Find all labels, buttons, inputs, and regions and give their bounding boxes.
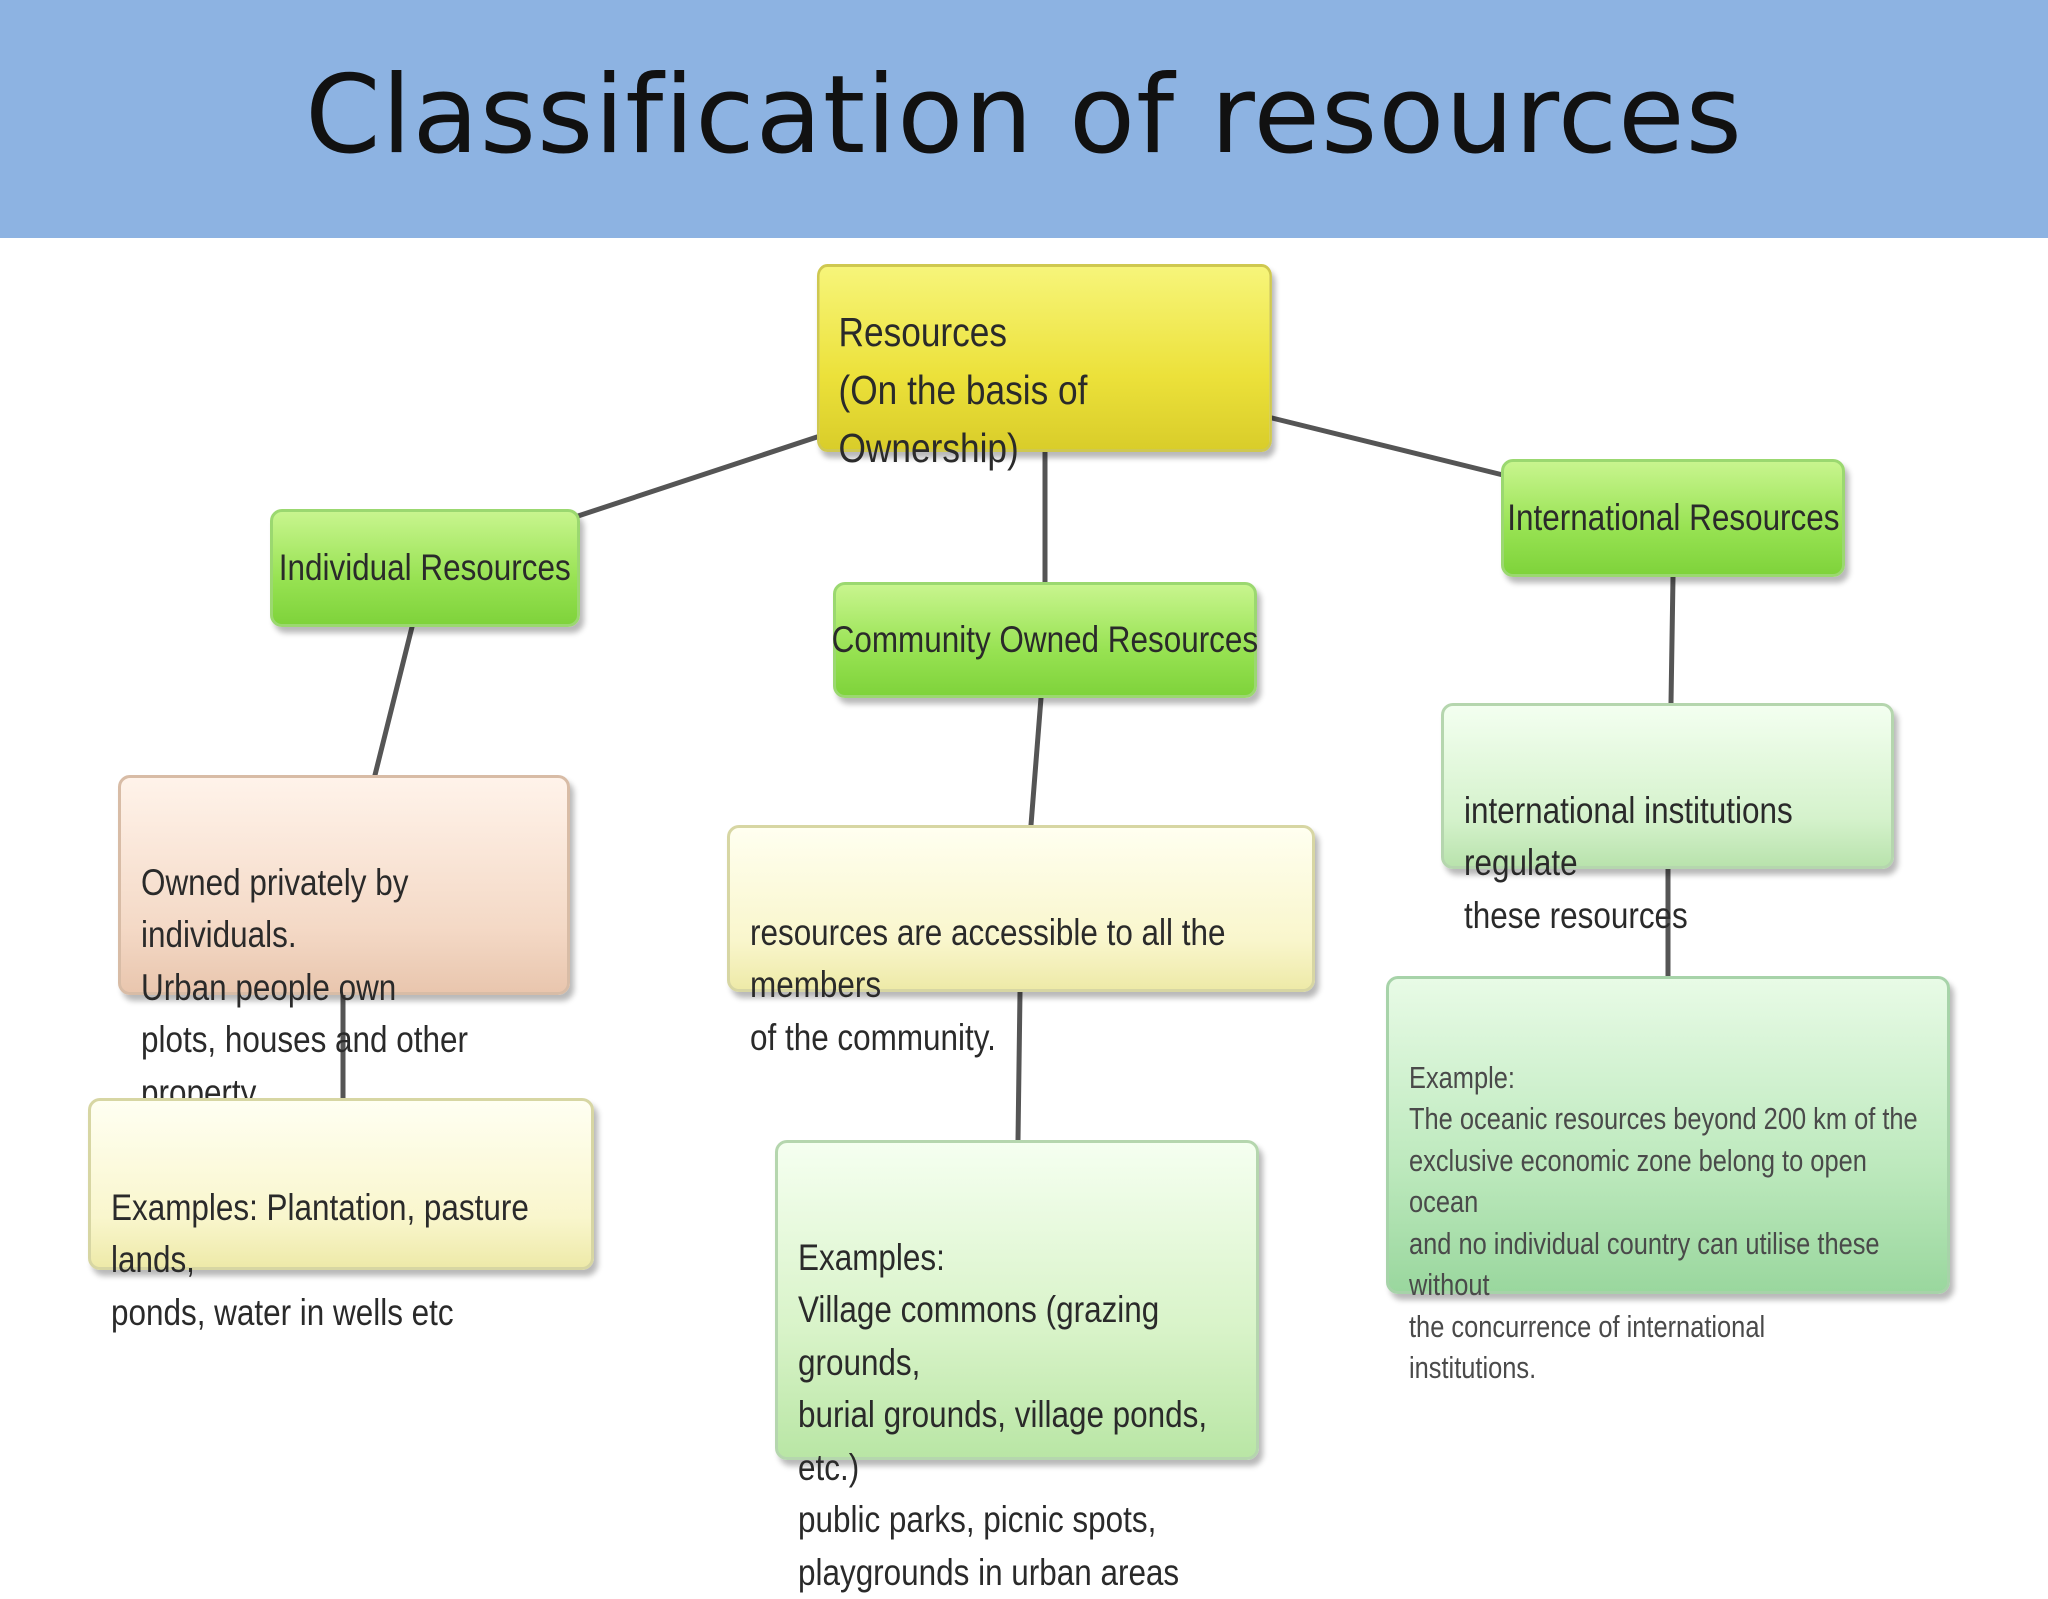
connector-international-desc [1668, 574, 1676, 706]
node-international-resources: International Resources [1501, 459, 1845, 577]
community-description-box: resources are accessible to all the memb… [727, 825, 1315, 1058]
slide-title: Classification of resources [305, 52, 1743, 178]
node-community-owned-resources: Community Owned Resources [831, 582, 1259, 698]
title-banner [0, 0, 2048, 238]
node-international-label: International Resources [1506, 496, 1840, 538]
community-examples-box: Examples: Village commons (grazing groun… [775, 1140, 1259, 1593]
international-description-box: international institutions regulate thes… [1441, 703, 1894, 936]
individual-description-box: Owned privately by individuals. Urban pe… [118, 775, 570, 1113]
individual-examples-box: Examples: Plantation, pasture lands, pon… [88, 1098, 594, 1333]
international-description-text: international institutions regulate thes… [1464, 789, 1793, 936]
node-community-label: Community Owned Resources [831, 618, 1259, 660]
international-examples-box: Example: The oceanic resources beyond 20… [1386, 976, 1950, 1385]
node-individual-resources: Individual Resources [270, 509, 580, 627]
individual-description-text: Owned privately by individuals. Urban pe… [141, 861, 468, 1113]
connector-community-examples [1015, 989, 1023, 1143]
connector-individual-desc [372, 624, 415, 778]
international-examples-text: Example: The oceanic resources beyond 20… [1409, 1059, 1918, 1386]
community-examples-text: Examples: Village commons (grazing groun… [798, 1236, 1208, 1593]
individual-examples-text: Examples: Plantation, pasture lands, pon… [111, 1186, 529, 1333]
node-individual-label: Individual Resources [279, 546, 571, 588]
connector-lines [340, 415, 1676, 1143]
connector-root-individual [575, 434, 820, 519]
root-node-resources: Resources (On the basis of Ownership) [817, 264, 1272, 471]
community-description-text: resources are accessible to all the memb… [750, 911, 1226, 1058]
connector-root-international [1269, 415, 1506, 478]
connector-community-desc [1028, 695, 1044, 828]
